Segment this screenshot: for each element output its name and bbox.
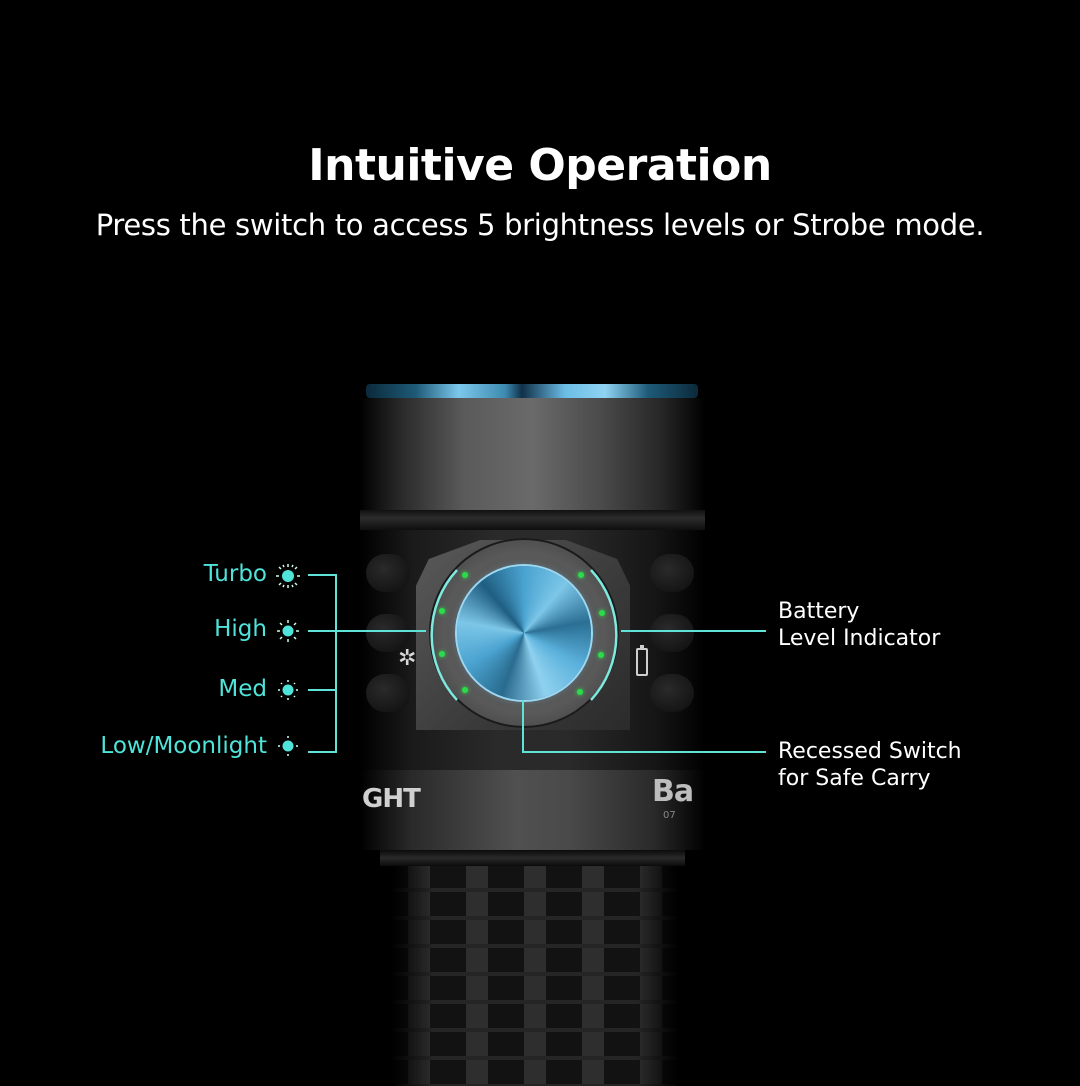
callout-switch-line2: for Safe Carry xyxy=(778,766,931,791)
brand-mark-right-small: 07 xyxy=(663,810,676,821)
grip-pad xyxy=(650,614,694,652)
mode-label-high: High xyxy=(214,616,267,642)
brand-mark-right: Ba xyxy=(652,774,694,809)
gear-icon: ✲ xyxy=(398,646,417,671)
mode-indicator-led xyxy=(439,651,445,657)
grip-pad xyxy=(366,554,410,592)
grip-pad xyxy=(366,674,410,712)
mode-label-low-moonlight: Low/Moonlight xyxy=(100,733,267,759)
grip-pad xyxy=(650,554,694,592)
sun-icon xyxy=(278,680,298,700)
sun-icon-large xyxy=(276,564,300,588)
brand-mark-left: GHT xyxy=(362,784,421,814)
mode-label-turbo: Turbo xyxy=(203,561,267,587)
power-switch-button[interactable] xyxy=(457,566,591,700)
grip-pad xyxy=(366,614,410,652)
body-collar xyxy=(360,770,705,850)
blue-bezel-ring xyxy=(366,384,698,398)
mode-label-med: Med xyxy=(218,676,267,702)
page-subtitle: Press the switch to access 5 brightness … xyxy=(95,208,985,242)
knurled-grip xyxy=(390,866,680,1086)
grip-pad xyxy=(650,674,694,712)
sun-icon-small xyxy=(278,736,298,756)
mode-indicator-led xyxy=(462,687,468,693)
page-title: Intuitive Operation xyxy=(308,140,772,191)
collar-ring xyxy=(380,850,685,866)
flashlight-head xyxy=(360,398,705,510)
head-groove xyxy=(360,510,705,530)
mode-indicator-led xyxy=(439,608,445,614)
battery-indicator-led xyxy=(598,652,604,658)
callout-recessed-switch: Recessed Switch for Safe Carry xyxy=(778,738,962,792)
battery-indicator-led xyxy=(599,610,605,616)
indicator-arcs xyxy=(430,569,618,701)
callout-battery-line2: Level Indicator xyxy=(778,626,941,651)
callout-battery-line1: Battery xyxy=(778,599,860,624)
battery-indicator-led xyxy=(578,572,584,578)
mode-indicator-led xyxy=(462,572,468,578)
battery-indicator-led xyxy=(577,689,583,695)
battery-icon xyxy=(636,645,648,676)
callout-battery-level-indicator: Battery Level Indicator xyxy=(778,598,940,652)
sun-icon xyxy=(277,620,299,642)
callout-switch-line1: Recessed Switch xyxy=(778,739,962,764)
